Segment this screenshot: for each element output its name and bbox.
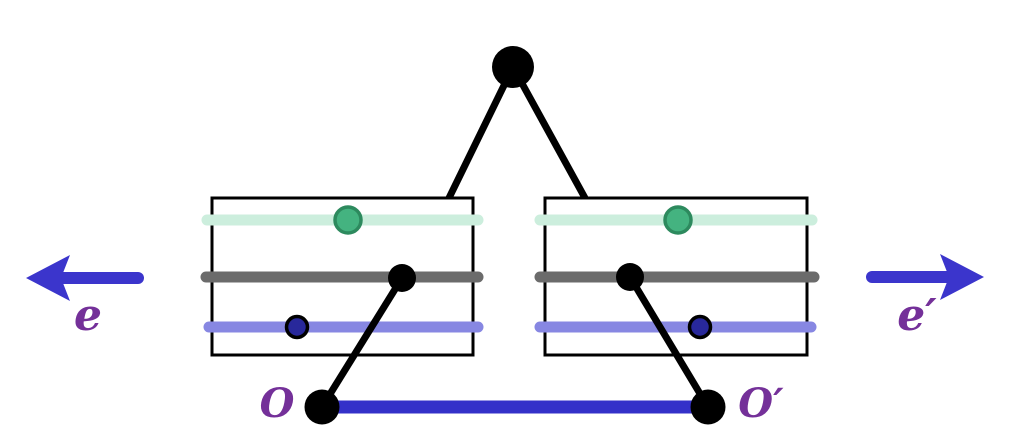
origin-left-dot (304, 389, 340, 425)
left-diagonal-connector-line (319, 276, 405, 409)
right-green-point-dot (663, 205, 693, 235)
edge-right-label: e′ (897, 290, 937, 341)
apex-node-dot (492, 46, 534, 88)
origin-left-label: O (260, 380, 295, 427)
left-arrow-group (26, 255, 144, 301)
left-box-group (200, 196, 484, 357)
right-black-point-dot (616, 263, 644, 291)
apex-left-strut-line (445, 65, 517, 200)
right-navy-point-dot (687, 314, 713, 340)
apex-right-strut-line (509, 65, 589, 200)
right-diagonal-connector-line (626, 275, 712, 409)
left-black-point-dot (388, 264, 416, 292)
origin-right-dot (690, 389, 726, 425)
right-box-group (534, 196, 820, 357)
right-arrow-group (866, 254, 984, 300)
edge-left-label: e (74, 290, 102, 341)
right-arrow-head-icon (940, 254, 984, 300)
left-navy-point-dot (284, 314, 310, 340)
left-arrow-head-icon (26, 255, 70, 301)
left-green-point-dot (333, 205, 363, 235)
origin-right-label: O′ (738, 380, 784, 427)
